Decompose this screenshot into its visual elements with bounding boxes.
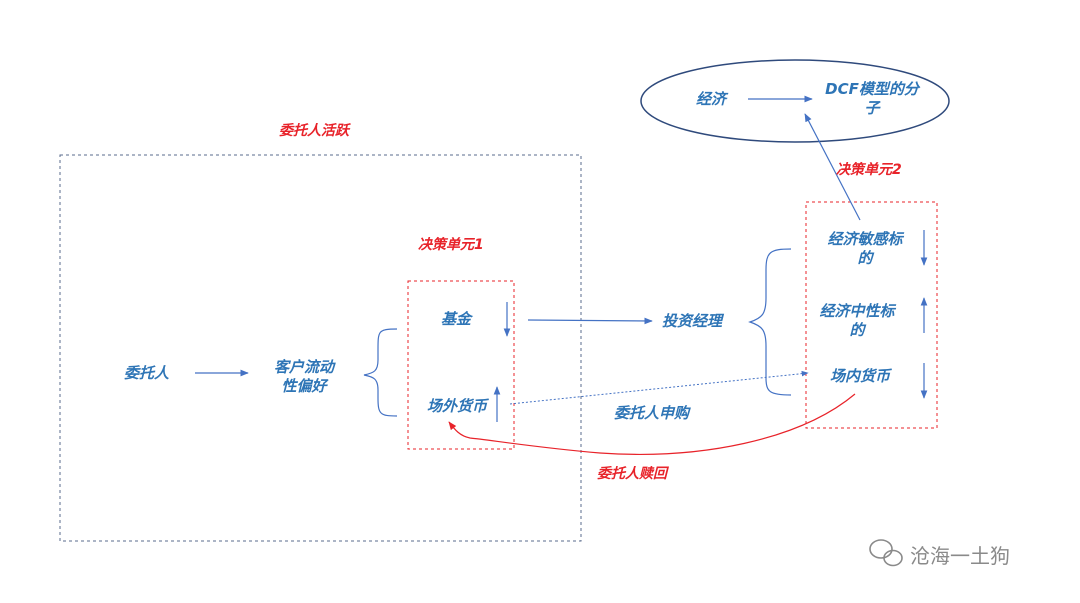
watermark-text: 沧海一土狗	[910, 544, 1010, 568]
decision-unit-2-box	[805, 201, 938, 429]
client-label: 委托人	[124, 364, 170, 382]
decision-unit-1-box	[407, 280, 515, 450]
dcf-numerator-label: DCF模型的分 子	[820, 80, 924, 118]
econ-neutral-label: 经济中性标 的	[810, 302, 904, 340]
econ-sensitive-line2: 的	[857, 248, 873, 267]
client-redeem-label: 委托人赎回	[597, 466, 667, 482]
econ-neutral-line1: 经济中性标	[819, 302, 895, 320]
client-active-box	[59, 154, 582, 542]
arrow-fund-to-manager	[527, 317, 653, 325]
dcf-line2: 子	[864, 98, 880, 117]
econ-neutral-line2: 的	[849, 320, 865, 339]
econ-sensitive-line1: 经济敏感标	[827, 230, 903, 248]
economy-label: 经济	[696, 90, 727, 108]
liquidity-preference-line1: 客户流动	[273, 358, 334, 376]
brace-right	[748, 248, 792, 396]
dcf-ellipse	[640, 59, 950, 143]
fund-label: 基金	[441, 310, 472, 328]
liquidity-preference-line2: 性偏好	[281, 376, 327, 395]
arrow-redeem-curve	[448, 393, 856, 455]
client-active-label: 委托人活跃	[279, 123, 349, 139]
otc-money-label: 场外货币	[427, 397, 488, 415]
investment-manager-label: 投资经理	[662, 312, 723, 330]
wechat-icon	[869, 539, 903, 567]
econ-sensitive-label: 经济敏感标 的	[818, 230, 912, 268]
exchange-money-label: 场内货币	[830, 367, 891, 385]
decision-unit-2-label: 决策单元2	[836, 162, 902, 178]
liquidity-preference-label: 客户流动 性偏好	[268, 358, 340, 396]
arrow-sensitive-to-dcf	[804, 113, 861, 221]
dcf-line1: DCF模型的分	[825, 80, 919, 98]
brace-left	[363, 328, 398, 417]
client-subscribe-label: 委托人申购	[614, 404, 690, 422]
arrow-subscribe-dotted	[509, 370, 809, 405]
decision-unit-1-label: 决策单元1	[418, 237, 484, 253]
